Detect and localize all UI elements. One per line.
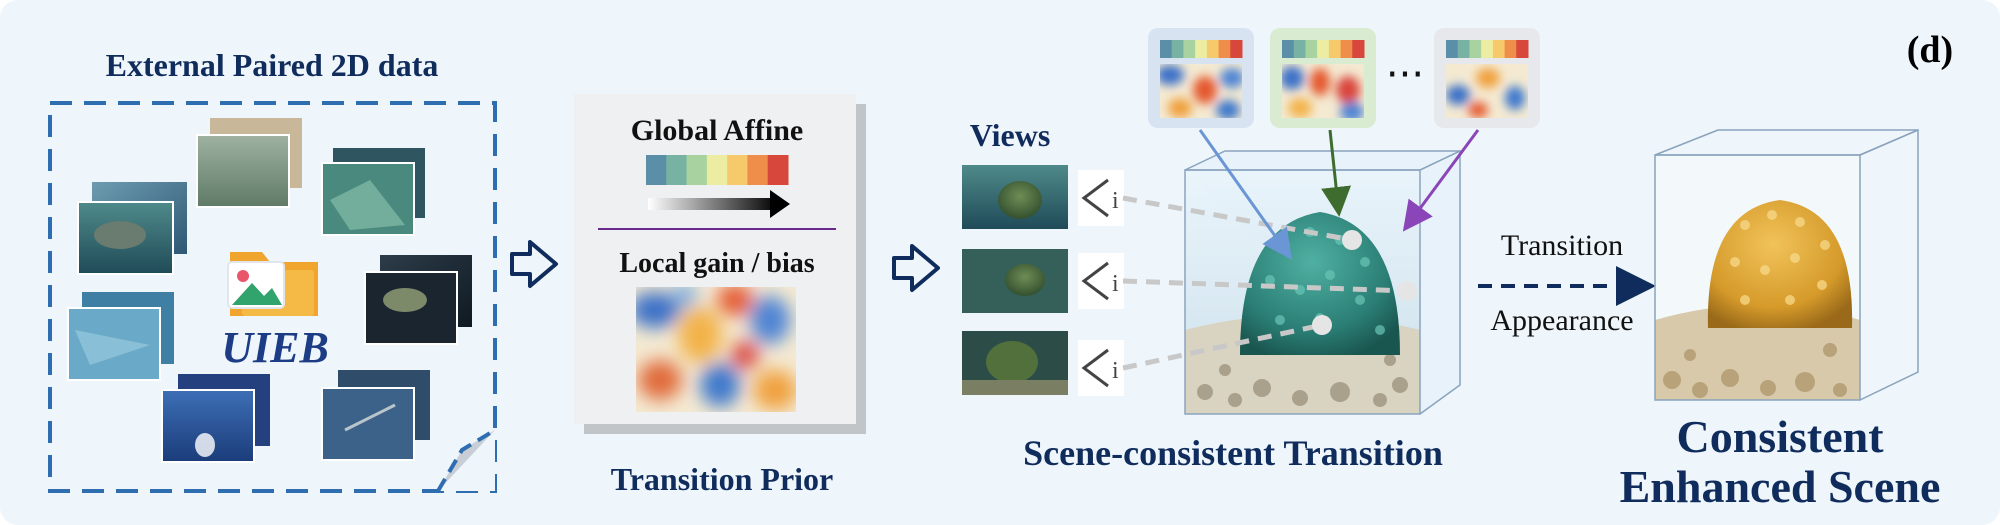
camera-view-icon: i: [1078, 170, 1124, 226]
palette-b-swatch: [1317, 40, 1330, 58]
palette-swatch: [646, 155, 667, 185]
palette-swatch: [727, 155, 748, 185]
palette-c-swatch: [1446, 40, 1459, 58]
palette-c-swatch: [1457, 40, 1470, 58]
heatmap-ellipsis: ···: [1386, 52, 1424, 98]
global-affine-label: Global Affine: [631, 114, 804, 147]
photo-stack-6: [161, 374, 270, 463]
palette-swatch: [767, 155, 789, 185]
palette-a-swatch: [1195, 40, 1208, 58]
camera-view-icon-label: i: [1112, 271, 1119, 297]
photo-stack-2: [77, 182, 187, 275]
view-thumbnail-3: [962, 331, 1068, 395]
ray-point-3: [1312, 315, 1332, 335]
camera-view-icon-label: i: [1112, 358, 1119, 384]
palette-b-swatch: [1305, 40, 1318, 58]
appearance-label: Appearance: [1490, 304, 1633, 337]
dashed-data-border: [48, 101, 497, 493]
palette-b-swatch: [1328, 40, 1342, 58]
palette-b-swatch: [1282, 40, 1295, 58]
ray-point-2: [1397, 281, 1417, 301]
palette-a-swatch: [1230, 40, 1243, 58]
transition-prior-caption: Transition Prior: [611, 461, 834, 497]
palette-b-swatch: [1340, 40, 1353, 58]
ramp-arrowhead: [770, 190, 790, 218]
photo-stack-5: [67, 292, 174, 381]
flow-arrow-1: [510, 240, 558, 288]
heatmap-card-1: [1148, 28, 1254, 128]
local-gain-heatmap: [636, 287, 796, 412]
external-data-section: [48, 101, 497, 493]
heatmap-card-2: [1270, 28, 1376, 128]
palette-swatch: [686, 155, 708, 185]
transition-label: Transition: [1501, 229, 1623, 262]
palette-a-swatch: [1206, 40, 1220, 58]
enhanced-tank: [1654, 128, 1919, 401]
palette-swatch: [747, 155, 769, 185]
camera-view-icon: i: [1078, 340, 1124, 396]
photo-stack-4: [364, 255, 472, 345]
palette-b-swatch: [1293, 40, 1306, 58]
views-label: Views: [970, 117, 1051, 153]
enhanced-caption-line2: Enhanced Scene: [1620, 461, 1941, 512]
palette-swatch: [666, 155, 688, 185]
view-ray-1: [1122, 195, 1353, 243]
palette-c-swatch: [1492, 40, 1506, 58]
palette-c-swatch: [1469, 40, 1482, 58]
palette-c-swatch: [1481, 40, 1494, 58]
local-gain-bias-label: Local gain / bias: [619, 248, 814, 279]
palette-c-swatch: [1516, 40, 1529, 58]
view-thumbnail-2: [962, 249, 1068, 313]
heatmap-arrow-purple: [1402, 129, 1480, 232]
palette-b-swatch: [1352, 40, 1365, 58]
photo-stack-1: [196, 118, 302, 208]
heatmap-arrow-green: [1321, 129, 1352, 217]
scene-transition-caption: Scene-consistent Transition: [1023, 433, 1443, 473]
flow-arrow-2: [892, 244, 940, 292]
view-ray-2: [1122, 278, 1408, 294]
intensity-ramp: [648, 198, 778, 210]
palette-a-swatch: [1171, 40, 1184, 58]
camera-view-icon: i: [1078, 253, 1124, 309]
external-data-title: External Paired 2D data: [106, 47, 439, 83]
enhanced-caption-line1: Consistent: [1676, 411, 1884, 462]
heatmap-arrow-blue: [1198, 129, 1292, 260]
camera-view-icon-label: i: [1112, 188, 1119, 214]
palette-a-swatch: [1183, 40, 1196, 58]
photo-stack-7: [321, 370, 430, 461]
palette-c-swatch: [1504, 40, 1517, 58]
panel-tag: (d): [1907, 29, 1953, 71]
view-ray-3: [1122, 322, 1323, 371]
ray-point-1: [1342, 230, 1362, 250]
palette-a-swatch: [1218, 40, 1231, 58]
palette-swatch: [706, 155, 728, 185]
dataset-name-uieb: UIEB: [221, 323, 329, 372]
folder-image-icon: [227, 252, 318, 316]
view-thumbnail-1: [962, 165, 1068, 229]
heatmap-card-3: [1434, 28, 1540, 128]
palette-a-swatch: [1160, 40, 1173, 58]
photo-stack-3: [321, 148, 425, 236]
global-affine-palette: [646, 155, 789, 185]
